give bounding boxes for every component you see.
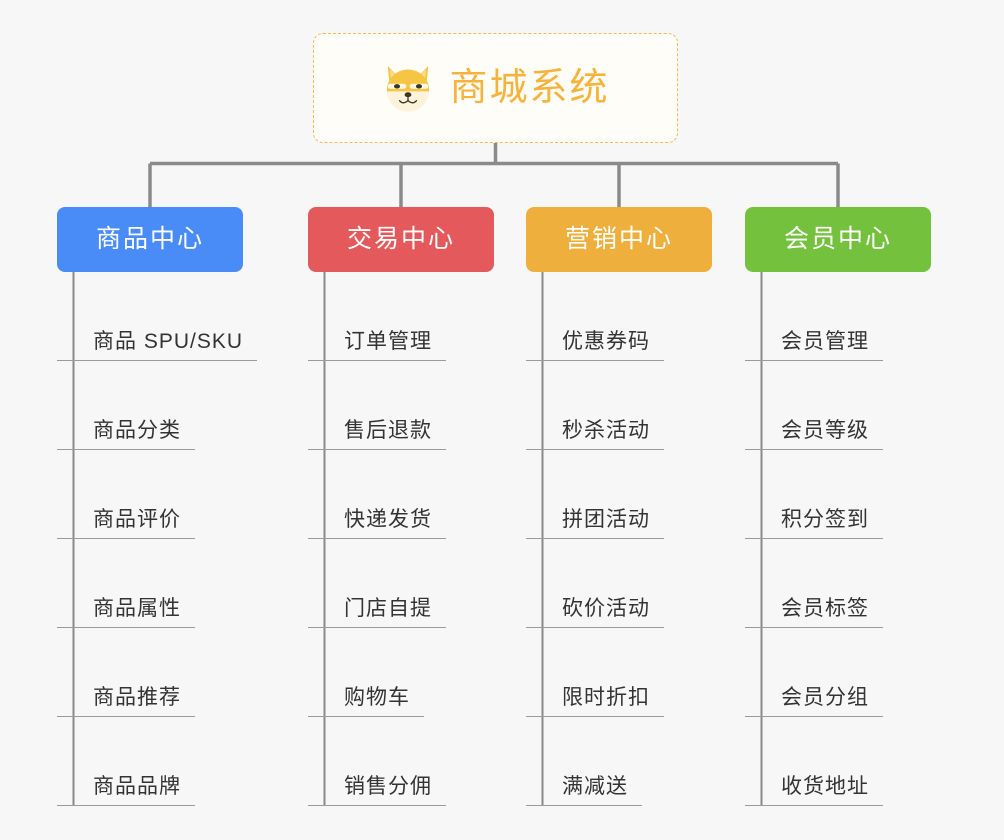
leaf-list: 商品 SPU/SKU 商品分类商品评价商品属性商品推荐商品品牌 — [57, 272, 257, 806]
shiba-dog-icon — [387, 66, 430, 112]
leaf-item-label: 商品 SPU/SKU — [93, 330, 244, 353]
leaf-item[interactable]: 商品品牌 — [57, 717, 243, 806]
leaf-item[interactable]: 限时折扣 — [526, 628, 712, 717]
leaf-item[interactable]: 商品属性 — [57, 539, 243, 628]
leaf-underline — [526, 716, 664, 717]
leaf-item-label: 砍价活动 — [562, 597, 650, 620]
leaf-item[interactable]: 商品分类 — [57, 361, 243, 450]
category-label: 商品中心 — [95, 225, 204, 253]
leaf-item[interactable]: 会员等级 — [745, 361, 931, 450]
leaf-underline — [308, 449, 446, 450]
leaf-item[interactable]: 拼团活动 — [526, 450, 712, 539]
leaf-item-label: 售后退款 — [344, 419, 432, 442]
leaf-item[interactable]: 商品评价 — [57, 450, 243, 539]
leaf-item-label: 秒杀活动 — [562, 419, 650, 442]
leaf-item-label: 满减送 — [562, 775, 628, 798]
leaf-underline — [57, 805, 195, 806]
leaf-item-label: 会员分组 — [781, 686, 869, 709]
leaf-underline — [745, 449, 883, 450]
leaf-item[interactable]: 售后退款 — [308, 361, 494, 450]
leaf-item-label: 会员管理 — [781, 330, 869, 353]
leaf-item[interactable]: 会员标签 — [745, 539, 931, 628]
leaf-item-label: 快递发货 — [344, 508, 432, 531]
leaf-underline — [745, 538, 883, 539]
leaf-item-label: 收货地址 — [781, 775, 869, 798]
leaf-item-label: 限时折扣 — [562, 686, 650, 709]
leaf-item-label: 商品品牌 — [93, 775, 181, 798]
category-label: 营销中心 — [564, 225, 673, 253]
leaf-underline — [745, 805, 883, 806]
leaf-item-label: 会员标签 — [781, 597, 869, 620]
leaf-item[interactable]: 商品 SPU/SKU — [57, 272, 257, 361]
leaf-underline — [745, 716, 883, 717]
leaf-item[interactable]: 满减送 — [526, 717, 712, 806]
leaf-item[interactable]: 门店自提 — [308, 539, 494, 628]
leaf-item[interactable]: 销售分佣 — [308, 717, 494, 806]
leaf-underline — [526, 805, 642, 806]
leaf-list: 优惠券码秒杀活动拼团活动砍价活动限时折扣满减送 — [526, 272, 712, 806]
leaf-item[interactable]: 砍价活动 — [526, 539, 712, 628]
leaf-item[interactable]: 积分签到 — [745, 450, 931, 539]
leaf-item-label: 销售分佣 — [344, 775, 432, 798]
leaf-underline — [745, 627, 883, 628]
root-node[interactable]: 商城系统 — [313, 33, 678, 143]
leaf-underline — [745, 360, 883, 361]
leaf-item-label: 优惠券码 — [562, 330, 650, 353]
root-title: 商城系统 — [449, 67, 610, 109]
leaf-item[interactable]: 商品推荐 — [57, 628, 243, 717]
leaf-list: 订单管理售后退款快递发货门店自提购物车销售分佣 — [308, 272, 494, 806]
leaf-item-label: 商品评价 — [93, 508, 181, 531]
leaf-underline — [57, 716, 195, 717]
leaf-item-label: 订单管理 — [344, 330, 432, 353]
leaf-item[interactable]: 购物车 — [308, 628, 494, 717]
category-box[interactable]: 营销中心 — [526, 207, 712, 272]
category-column: 会员中心会员管理会员等级积分签到会员标签会员分组收货地址 — [745, 207, 931, 806]
category-label: 会员中心 — [783, 225, 892, 253]
leaf-item[interactable]: 订单管理 — [308, 272, 494, 361]
leaf-item-label: 商品分类 — [93, 419, 181, 442]
category-column: 商品中心商品 SPU/SKU 商品分类商品评价商品属性商品推荐商品品牌 — [57, 207, 257, 806]
category-box[interactable]: 商品中心 — [57, 207, 243, 272]
category-column: 交易中心订单管理售后退款快递发货门店自提购物车销售分佣 — [308, 207, 494, 806]
leaf-item-label: 商品属性 — [93, 597, 181, 620]
leaf-underline — [308, 627, 446, 628]
leaf-underline — [57, 360, 257, 361]
category-box[interactable]: 会员中心 — [745, 207, 931, 272]
leaf-item-label: 拼团活动 — [562, 508, 650, 531]
leaf-underline — [308, 805, 446, 806]
leaf-underline — [57, 449, 195, 450]
leaf-underline — [308, 538, 446, 539]
leaf-item[interactable]: 快递发货 — [308, 450, 494, 539]
leaf-item[interactable]: 会员管理 — [745, 272, 931, 361]
leaf-underline — [526, 538, 664, 539]
leaf-underline — [308, 716, 424, 717]
leaf-item-label: 门店自提 — [344, 597, 432, 620]
leaf-list: 会员管理会员等级积分签到会员标签会员分组收货地址 — [745, 272, 931, 806]
leaf-item-label: 积分签到 — [781, 508, 869, 531]
leaf-item[interactable]: 会员分组 — [745, 628, 931, 717]
leaf-underline — [57, 538, 195, 539]
category-label: 交易中心 — [346, 225, 455, 253]
leaf-underline — [57, 627, 195, 628]
leaf-item[interactable]: 收货地址 — [745, 717, 931, 806]
leaf-item-label: 商品推荐 — [93, 686, 181, 709]
leaf-item-label: 会员等级 — [781, 419, 869, 442]
leaf-underline — [308, 360, 446, 361]
category-column: 营销中心优惠券码秒杀活动拼团活动砍价活动限时折扣满减送 — [526, 207, 712, 806]
leaf-underline — [526, 627, 664, 628]
leaf-item-label: 购物车 — [344, 686, 410, 709]
leaf-underline — [526, 449, 664, 450]
category-box[interactable]: 交易中心 — [308, 207, 494, 272]
leaf-underline — [526, 360, 664, 361]
leaf-item[interactable]: 优惠券码 — [526, 272, 712, 361]
leaf-item[interactable]: 秒杀活动 — [526, 361, 712, 450]
